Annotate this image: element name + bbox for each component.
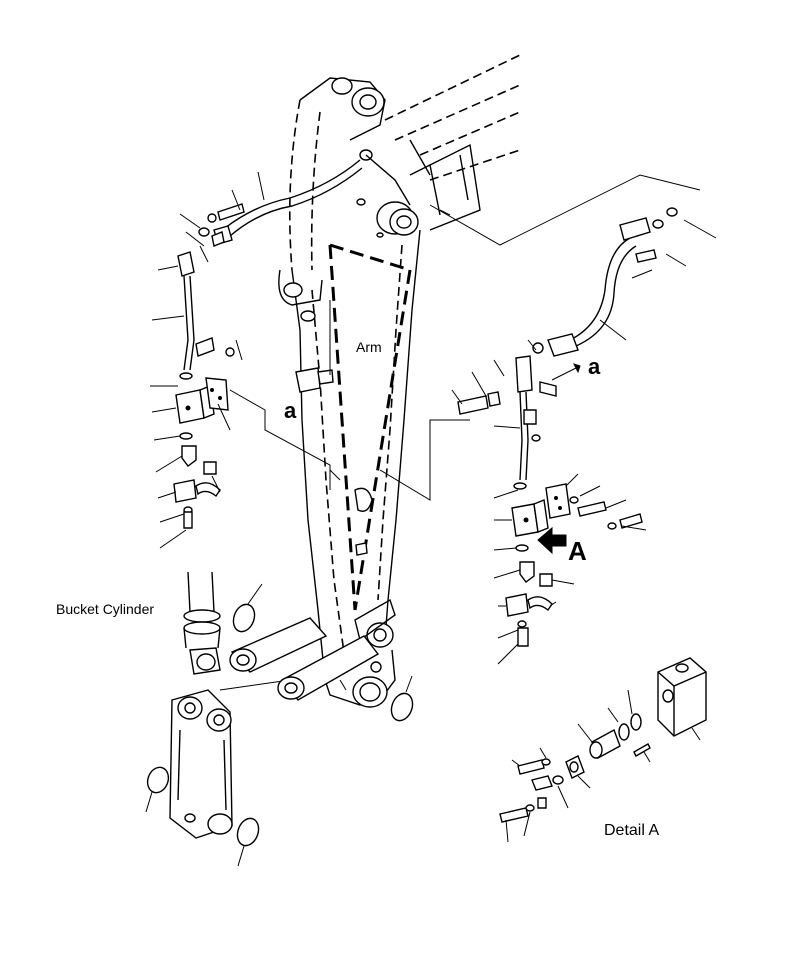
left-valve-assembly [150, 171, 265, 549]
bucket-cylinder-label: Bucket Cylinder [56, 601, 154, 617]
reference-lines [219, 174, 701, 691]
arm-body [278, 77, 421, 708]
right-valve-assembly [451, 219, 717, 665]
o-ring [146, 766, 170, 794]
bucket-cylinder-assembly [145, 571, 414, 867]
reference-a-left: a [284, 398, 297, 423]
boom-section [384, 54, 521, 231]
reference-a-right: a [588, 354, 601, 379]
o-ring [390, 692, 414, 722]
arm-label: Arm [356, 339, 382, 355]
view-a-label: A [568, 536, 587, 566]
hose-right [532, 207, 678, 357]
view-a-arrow [537, 526, 567, 555]
detail-a-label: Detail A [604, 822, 659, 839]
o-ring [236, 817, 260, 847]
detail-a-parts [499, 657, 707, 843]
o-ring [232, 603, 256, 633]
